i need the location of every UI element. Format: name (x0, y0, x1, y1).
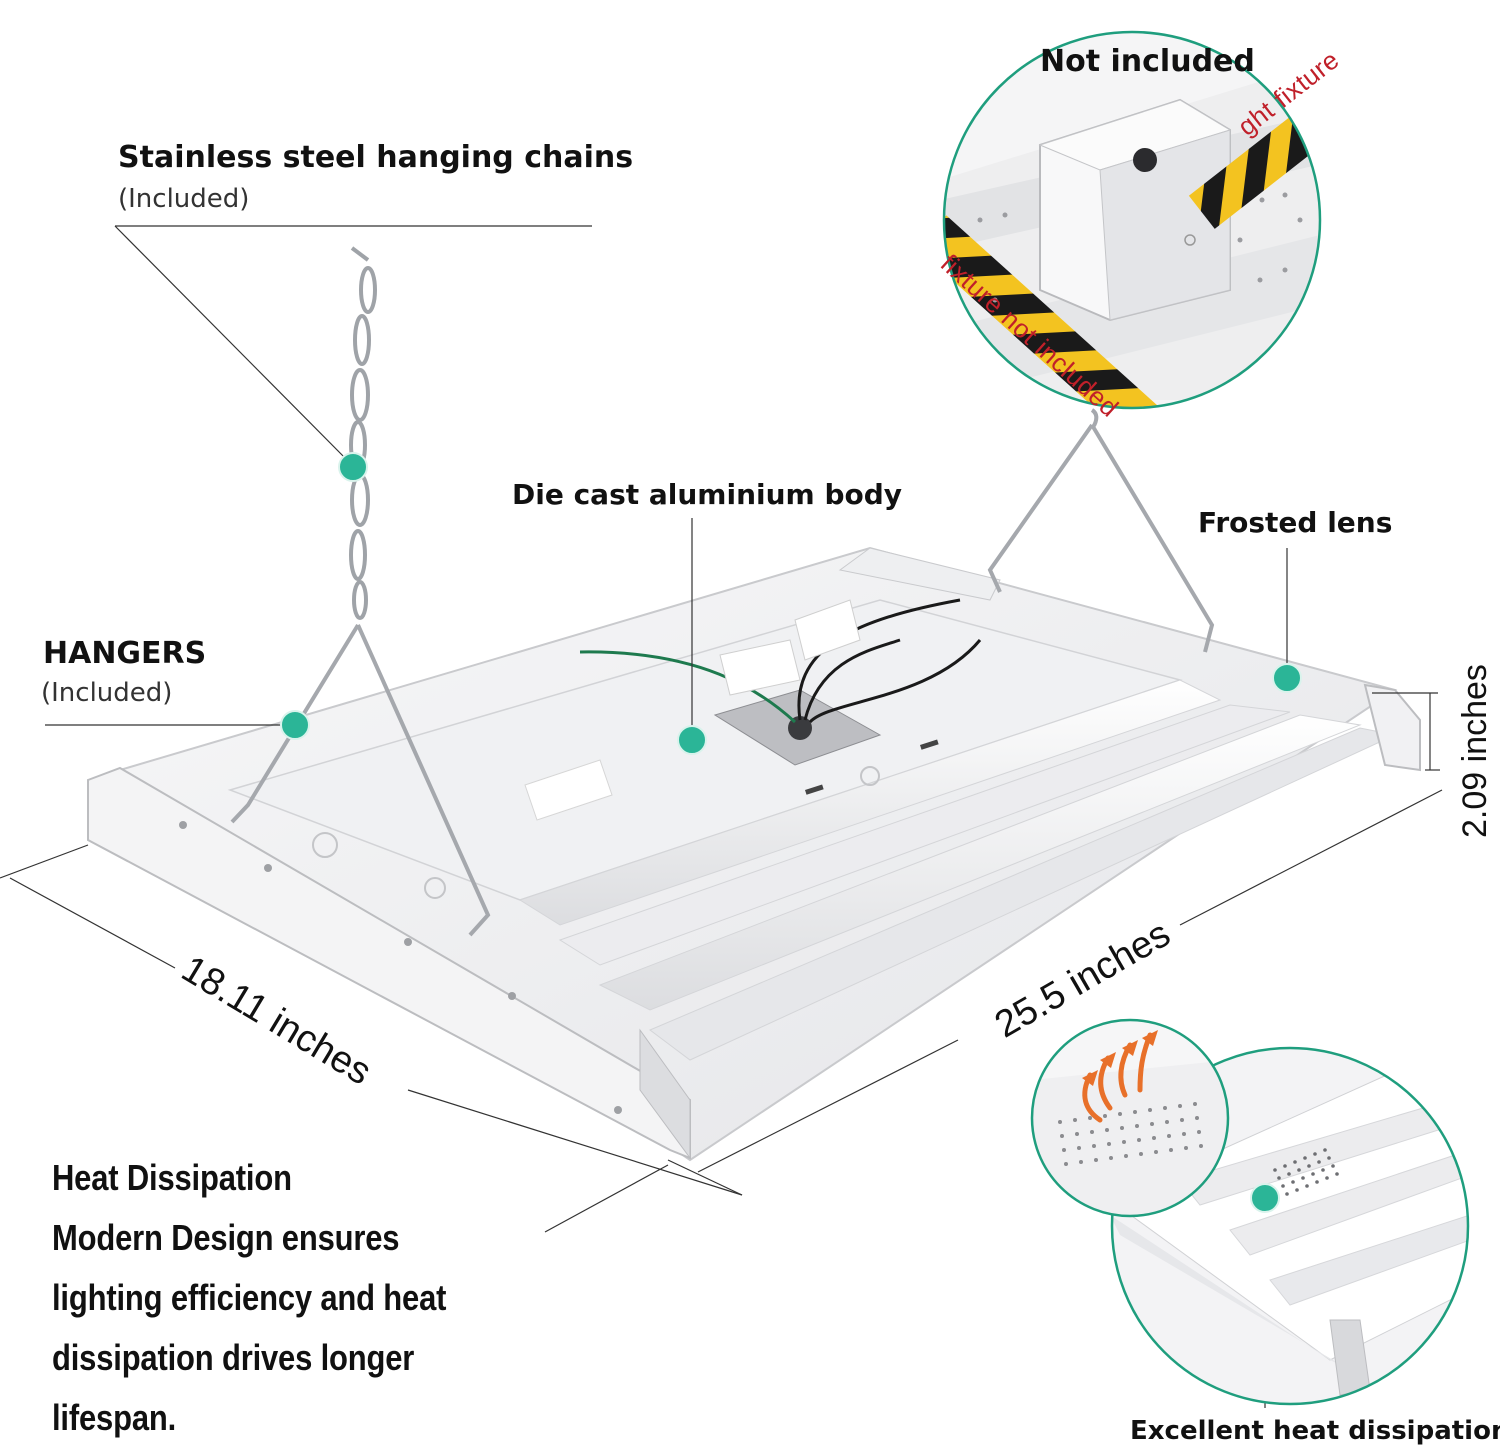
chains-title: Stainless steel hanging chains (118, 140, 634, 175)
excellent-heat-label: Excellent heat dissipation (1130, 1416, 1500, 1446)
die-cast-label: Die cast aluminium body (512, 478, 903, 511)
hanging-chain (349, 246, 377, 620)
frosted-lens-label: Frosted lens (1198, 506, 1393, 539)
heat-line-5: lifespan. (52, 1397, 177, 1438)
not-included-label: Not included (1040, 44, 1255, 79)
heat-line-4: dissipation drives longer (52, 1337, 415, 1378)
hanger-wires (230, 408, 1215, 937)
inset-vent-closeup (1030, 1018, 1230, 1218)
heat-dissipation-text: Heat Dissipation Modern Design ensures l… (52, 1148, 448, 1448)
inset-junction-box (942, 30, 1322, 410)
dimension-lines (0, 692, 1443, 1233)
dimension-height: 2.09 inches (1456, 664, 1494, 838)
heat-line-2: Modern Design ensures (52, 1217, 400, 1258)
heat-line-3: lighting efficiency and heat (52, 1277, 447, 1318)
chains-subtitle: (Included) (118, 184, 250, 214)
hangers-title: HANGERS (43, 636, 207, 671)
callout-dots (280, 452, 1302, 1213)
light-fixture (87, 546, 1421, 1162)
hangers-subtitle: (Included) (41, 678, 173, 708)
heat-line-1: Heat Dissipation (52, 1157, 292, 1198)
